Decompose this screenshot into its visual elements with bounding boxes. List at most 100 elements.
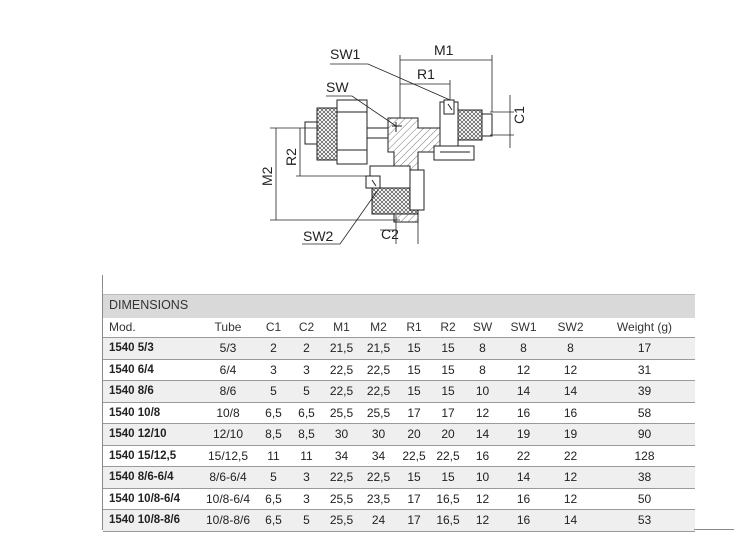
col-header: Weight (g) — [594, 317, 695, 338]
table-cell: 5 — [290, 509, 323, 532]
table-cell: 25,5 — [323, 402, 360, 424]
table-cell: 3 — [290, 488, 323, 510]
dimensions-table: Mod. Tube C1 C2 M1 M2 R1 R2 SW SW1 SW2 W… — [103, 317, 695, 532]
table-cell: 11 — [290, 445, 323, 467]
table-cell: 15 — [397, 466, 431, 489]
table-cell: 12 — [465, 402, 500, 424]
table-cell: 21,5 — [323, 337, 360, 360]
table-cell: 50 — [594, 488, 695, 510]
table-cell: 3 — [290, 359, 323, 381]
table-cell: 58 — [594, 402, 695, 424]
label-r2: R2 — [283, 148, 299, 166]
table-cell: 30 — [323, 423, 360, 446]
label-m1: M1 — [434, 42, 454, 58]
dimensions-title: DIMENSIONS — [109, 298, 189, 312]
table-cell: 15 — [397, 380, 431, 403]
col-header: R1 — [397, 317, 431, 338]
table-cell: 6,5 — [257, 509, 290, 532]
table-cell: 22 — [547, 445, 594, 467]
table-cell: 8,5 — [257, 423, 290, 446]
table-cell: 2 — [257, 337, 290, 360]
col-header: C1 — [257, 317, 290, 338]
model-cell: 1540 12/10 — [103, 423, 199, 446]
table-cell: 10/8 — [199, 402, 257, 424]
table-cell: 17 — [397, 509, 431, 532]
table-cell: 3 — [290, 466, 323, 489]
divider — [694, 529, 734, 530]
table-cell: 16 — [500, 509, 547, 532]
label-r1: R1 — [417, 66, 435, 82]
table-cell: 22,5 — [323, 466, 360, 489]
table-cell: 25,5 — [360, 402, 397, 424]
table-cell: 22,5 — [360, 380, 397, 403]
model-cell: 1540 5/3 — [103, 337, 199, 360]
table-cell: 15 — [397, 337, 431, 360]
table-cell: 16 — [547, 402, 594, 424]
table-cell: 34 — [323, 445, 360, 467]
table-cell: 12 — [465, 509, 500, 532]
label-c1: C1 — [511, 106, 527, 124]
col-header: SW2 — [547, 317, 594, 338]
label-sw2: SW2 — [303, 228, 334, 244]
col-header: R2 — [431, 317, 465, 338]
table-cell: 15 — [431, 466, 465, 489]
col-header: SW1 — [500, 317, 547, 338]
table-cell: 90 — [594, 423, 695, 446]
dimensions-table-panel: DIMENSIONS Mod. Tube C1 C2 M1 M2 R1 R2 S… — [102, 275, 695, 532]
table-cell: 6/4 — [199, 359, 257, 381]
table-cell: 14 — [500, 380, 547, 403]
table-cell: 14 — [547, 509, 594, 532]
table-cell: 15 — [431, 337, 465, 360]
table-cell: 12 — [547, 359, 594, 381]
table-cell: 30 — [360, 423, 397, 446]
table-cell: 17 — [594, 337, 695, 360]
table-cell: 16 — [500, 402, 547, 424]
table-cell: 8/6 — [199, 380, 257, 403]
table-cell: 12 — [547, 488, 594, 510]
model-cell: 1540 10/8 — [103, 402, 199, 424]
table-cell: 8 — [465, 359, 500, 381]
model-cell: 1540 10/8-8/6 — [103, 509, 199, 532]
table-cell: 22,5 — [431, 445, 465, 467]
table-cell: 10 — [465, 380, 500, 403]
table-cell: 10/8-8/6 — [199, 509, 257, 532]
table-cell: 3 — [257, 359, 290, 381]
table-cell: 6,5 — [290, 402, 323, 424]
table-cell: 15/12,5 — [199, 445, 257, 467]
table-cell: 11 — [257, 445, 290, 467]
model-cell: 1540 10/8-6/4 — [103, 488, 199, 510]
table-cell: 22,5 — [323, 359, 360, 381]
label-m2: M2 — [259, 166, 275, 186]
left-knurled-nut — [316, 107, 338, 161]
table-header-row: Mod. Tube C1 C2 M1 M2 R1 R2 SW SW1 SW2 W… — [103, 317, 695, 338]
table-cell: 8,5 — [290, 423, 323, 446]
table-cell: 24 — [360, 509, 397, 532]
col-header: Tube — [199, 317, 257, 338]
table-cell: 20 — [397, 423, 431, 446]
col-header: M2 — [360, 317, 397, 338]
col-header: Mod. — [103, 317, 199, 338]
table-cell: 21,5 — [360, 337, 397, 360]
table-cell: 23,5 — [360, 488, 397, 510]
table-cell: 5/3 — [199, 337, 257, 360]
table-cell: 128 — [594, 445, 695, 467]
table-cell: 15 — [431, 380, 465, 403]
table-cell: 53 — [594, 509, 695, 532]
fitting-drawing: SW1 M1 R1 SW C1 M2 R2 SW2 C2 — [259, 42, 527, 245]
model-cell: 1540 15/12,5 — [103, 445, 199, 467]
table-cell: 19 — [500, 423, 547, 446]
table-cell: 38 — [594, 466, 695, 489]
table-cell: 14 — [500, 466, 547, 489]
dimensions-header: DIMENSIONS — [103, 275, 695, 318]
table-cell: 31 — [594, 359, 695, 381]
table-cell: 10/8-6/4 — [199, 488, 257, 510]
table-cell: 17 — [397, 402, 431, 424]
table-cell: 22,5 — [360, 359, 397, 381]
table-cell: 6,5 — [257, 488, 290, 510]
table-cell: 17 — [397, 488, 431, 510]
